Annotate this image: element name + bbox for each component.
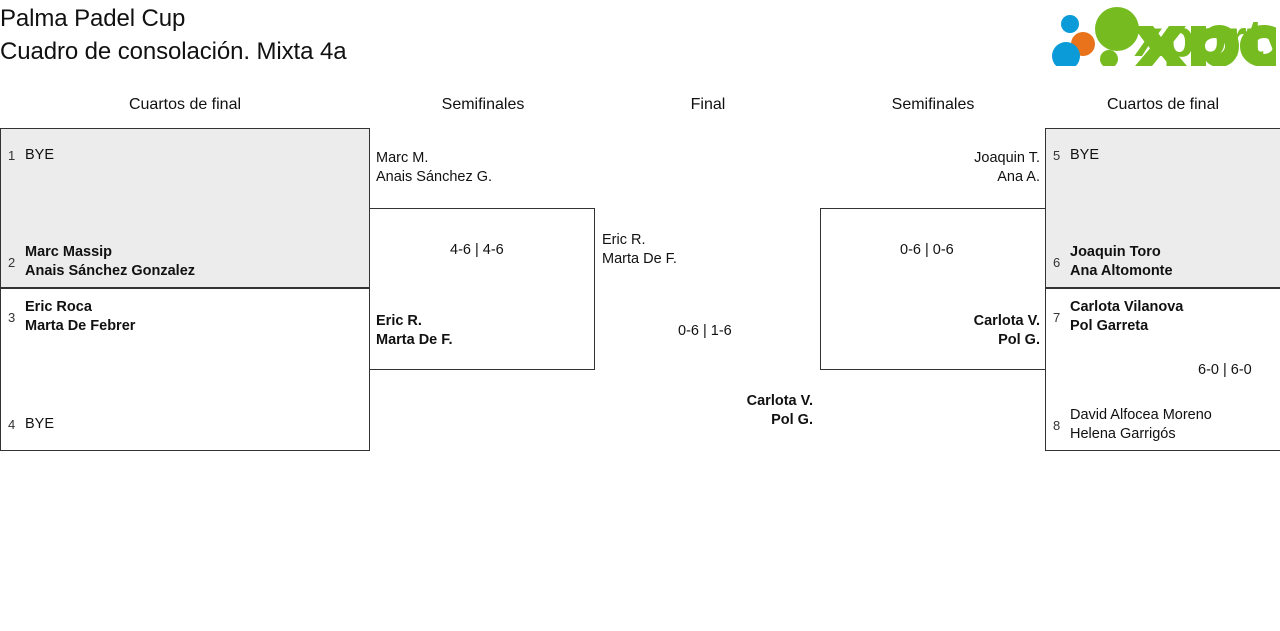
score-right-qf-2: 6-0 | 6-0 [1198,362,1252,378]
player-names: BYE [25,147,55,163]
right-semifinal-bottom-entry[interactable]: Carlota V. Pol G. [973,313,1040,348]
player-names: Carlota Vilanova Pol Garreta [1070,299,1184,334]
round-header-right-quarterfinals: Cuartos de final [1106,96,1220,113]
final-right-entry[interactable]: Carlota V. Pol G. [746,393,813,428]
entry-seed-5[interactable]: 5 BYE [1053,146,1099,165]
left-semifinal-bottom-entry[interactable]: Eric R. Marta De F. [376,313,453,348]
match-box-left-qf-2[interactable] [0,288,370,451]
player-names: Marc Massip Anais Sánchez Gonzalez [25,244,196,279]
seed-number: 7 [1053,309,1061,325]
entry-seed-3[interactable]: 3 Eric Roca Marta De Febrer [8,298,135,336]
page-title: Palma Padel Cup Cuadro de consolación. M… [0,2,347,68]
round-header-left-quarterfinals: Cuartos de final [128,96,242,113]
score-left-semifinal: 4-6 | 4-6 [450,242,504,258]
logo-wordmark-text: xporty [1134,10,1276,66]
bracket-subtitle: Cuadro de consolación. Mixta 4a [0,38,347,65]
match-box-left-qf-1[interactable] [0,128,370,288]
entry-seed-8[interactable]: 8 David Alfocea Moreno Helena Garrigós [1053,406,1212,444]
score-right-semifinal: 0-6 | 0-6 [900,242,954,258]
right-semifinal-top-entry[interactable]: Joaquin T. Ana A. [974,150,1040,185]
seed-number: 5 [1053,148,1061,163]
entry-seed-4[interactable]: 4 BYE [8,415,54,434]
player-names: Eric Roca Marta De Febrer [25,299,136,334]
left-semifinal-top-entry[interactable]: Marc M. Anais Sánchez G. [376,150,493,185]
round-header-final: Final [690,96,726,113]
seed-number: 4 [8,417,16,432]
entry-seed-2[interactable]: 2 Marc Massip Anais Sánchez Gonzalez [8,243,195,281]
logo-dot-blue-large [1052,42,1080,66]
entry-seed-6[interactable]: 6 Joaquin Toro Ana Altomonte [1053,243,1173,281]
final-left-entry[interactable]: Eric R. Marta De F. [602,232,677,267]
seed-number: 6 [1053,254,1061,270]
entry-seed-7[interactable]: 7 Carlota Vilanova Pol Garreta [1053,298,1183,336]
score-final: 0-6 | 1-6 [678,323,732,339]
seed-number: 2 [8,254,16,270]
page-header: Palma Padel Cup Cuadro de consolación. M… [0,0,1280,90]
logo-dot-green-small [1100,50,1118,66]
seed-number: 8 [1053,417,1061,433]
match-box-right-qf-1[interactable] [1045,128,1280,288]
logo-dot-green-large [1095,7,1139,51]
round-header-right-semifinals: Semifinales [891,96,975,113]
xporty-logo[interactable]: xporty [1048,4,1276,66]
tournament-name: Palma Padel Cup [0,5,186,32]
entry-seed-1[interactable]: 1 BYE [8,146,54,165]
logo-dot-blue-small [1061,15,1079,33]
round-header-left-semifinals: Semifinales [441,96,525,113]
match-box-left-semifinal[interactable] [369,208,595,370]
player-names: Joaquin Toro Ana Altomonte [1070,244,1173,279]
player-names: BYE [1070,147,1100,163]
player-names: BYE [25,416,55,432]
match-box-right-qf-2[interactable] [1045,288,1280,451]
seed-number: 1 [8,148,16,163]
seed-number: 3 [8,309,16,325]
player-names: David Alfocea Moreno Helena Garrigós [1070,407,1212,442]
